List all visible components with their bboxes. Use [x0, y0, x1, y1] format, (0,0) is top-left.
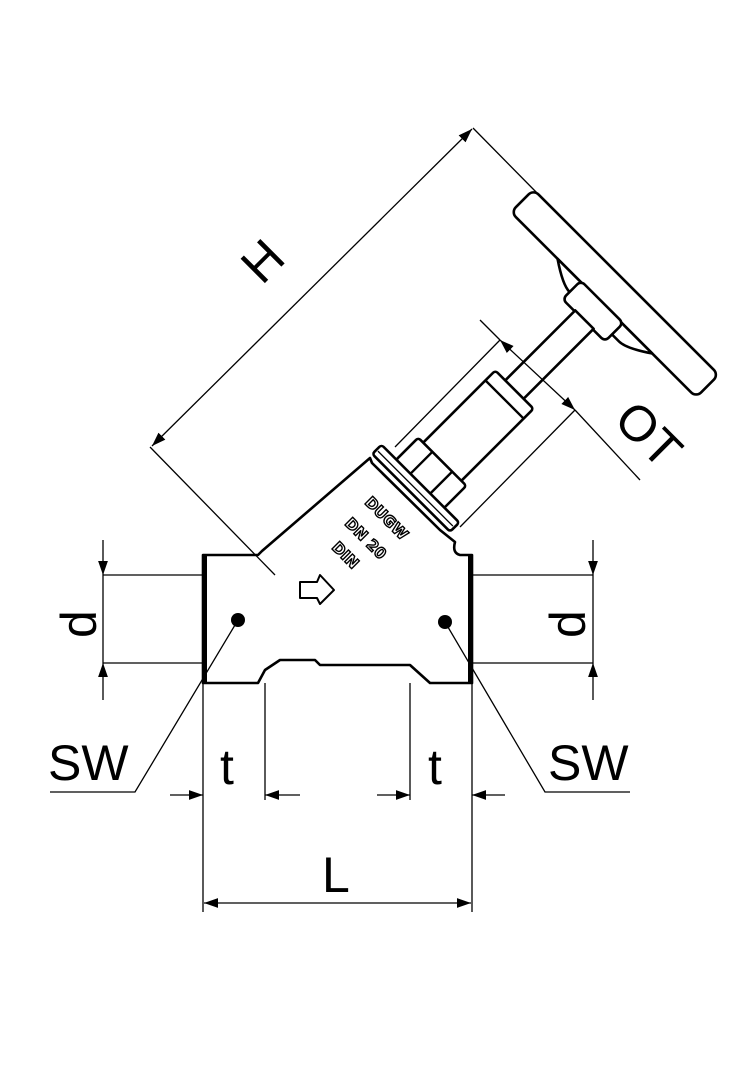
- d-label-left: d: [51, 610, 107, 638]
- flow-direction-arrow-icon: [299, 574, 335, 605]
- sw-label-right: SW: [548, 735, 629, 791]
- t-label-right: t: [428, 739, 442, 795]
- t-label-left: t: [220, 739, 234, 795]
- sw-label-left: SW: [48, 735, 129, 791]
- ot-dimension-line: [499, 339, 576, 411]
- d-label-right: d: [540, 610, 596, 638]
- valve-body: [201, 456, 474, 685]
- valve-bonnet-assembly: [372, 191, 718, 532]
- l-label: L: [322, 847, 350, 903]
- ot-label: OT: [604, 390, 693, 479]
- h-dimension-line: [151, 128, 473, 447]
- h-label: H: [230, 229, 295, 294]
